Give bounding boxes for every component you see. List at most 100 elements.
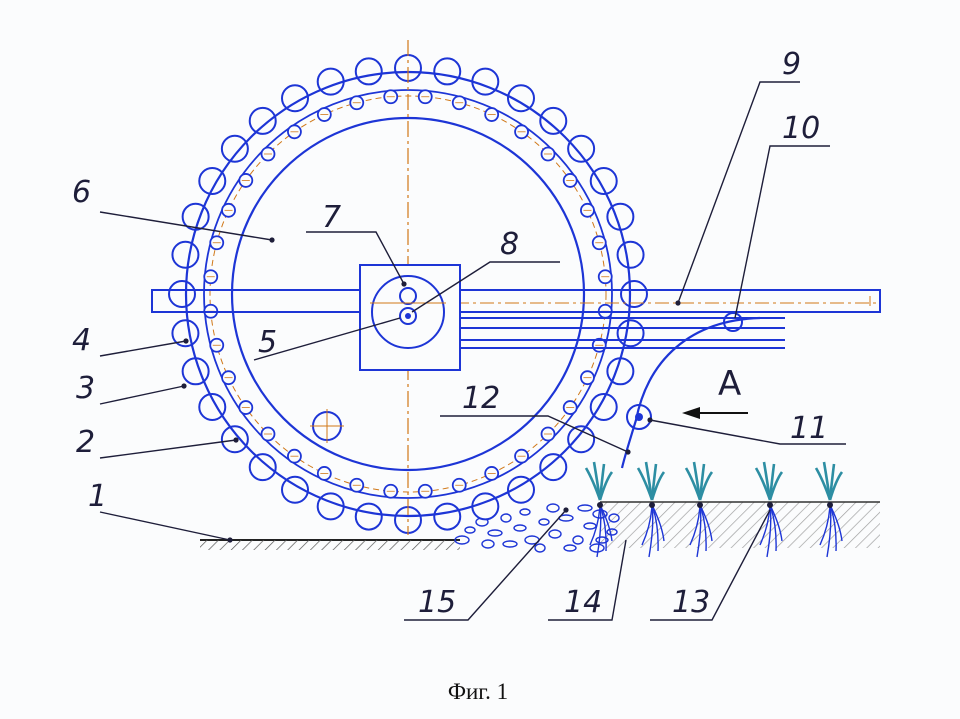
soil-particle <box>500 513 512 523</box>
soil-particle <box>572 535 584 545</box>
soil-bed <box>584 461 880 558</box>
frame-beam <box>151 289 881 313</box>
crop-plant <box>814 461 844 558</box>
leader-dot <box>233 437 239 443</box>
wheel-lug <box>567 425 596 454</box>
root-node <box>767 502 773 508</box>
leader-8 <box>411 261 560 313</box>
root <box>696 504 702 558</box>
wheel-lug <box>539 106 568 135</box>
wheel-lug <box>220 134 249 163</box>
soil-particle <box>538 518 550 526</box>
roller-lower <box>626 404 652 430</box>
leaf <box>768 471 784 501</box>
leader-11 <box>649 419 846 445</box>
soil-particle <box>534 543 546 553</box>
hub <box>359 264 461 371</box>
wheel-lug <box>281 475 309 504</box>
view-a-label: A <box>718 364 741 404</box>
leader-4 <box>99 340 187 357</box>
label-3: 3 <box>76 371 95 406</box>
leader-9 <box>677 81 800 304</box>
leader-14 <box>548 539 627 621</box>
root <box>766 504 772 558</box>
wheel-lug <box>507 84 535 113</box>
label-1: 1 <box>88 479 107 514</box>
soil-particle <box>519 508 531 516</box>
crop-plant <box>684 461 714 558</box>
root <box>599 504 613 542</box>
label-14: 14 <box>564 585 602 620</box>
leader-1 <box>99 511 231 541</box>
root <box>648 504 654 558</box>
root-node <box>649 502 655 508</box>
wheel-lug <box>171 319 200 348</box>
label-4: 4 <box>72 323 91 358</box>
leader-dot <box>563 507 569 513</box>
leader-dot <box>227 537 233 543</box>
figure-caption: Фиг. 1 <box>448 679 508 704</box>
wheel-lug <box>354 57 383 86</box>
soil-particle <box>606 528 618 536</box>
wheel-lug <box>589 167 618 195</box>
wheel-lug <box>198 393 227 421</box>
leader-12 <box>440 415 629 453</box>
label-9: 9 <box>782 47 801 82</box>
leader-dot <box>181 383 187 389</box>
label-15: 15 <box>418 585 456 620</box>
wheel-lug <box>354 502 383 531</box>
label-8: 8 <box>500 227 519 262</box>
soil-particle <box>563 544 577 552</box>
leader-dot <box>647 417 653 423</box>
leader-10 <box>734 145 830 319</box>
wheel-lug <box>616 319 645 348</box>
part-labels: 1 2 3 4 5 6 7 8 9 10 11 12 13 14 15 <box>72 47 828 620</box>
leaf <box>598 471 614 501</box>
root <box>699 504 713 542</box>
label-12: 12 <box>462 381 500 416</box>
soil-particle <box>454 535 470 545</box>
wheel-lugs <box>168 54 648 534</box>
wheel-lug <box>433 57 462 86</box>
wheel-lug <box>281 84 309 113</box>
leader-dot <box>401 281 407 287</box>
crop-plant <box>754 461 784 558</box>
leader-lines <box>99 81 846 621</box>
leader-13 <box>650 509 771 621</box>
leader-dot <box>183 338 189 344</box>
wheel-lug <box>589 393 618 421</box>
crop-plant <box>584 461 614 558</box>
label-10: 10 <box>782 111 820 146</box>
soil-particle <box>548 529 562 539</box>
root-node <box>697 502 703 508</box>
wheel-disk <box>230 116 586 472</box>
wheel-lug <box>616 240 645 269</box>
root <box>769 504 783 542</box>
crop-plant <box>636 461 666 558</box>
wheel-lug <box>539 453 568 482</box>
leader-dot <box>625 449 631 455</box>
soil-particle <box>487 529 503 537</box>
label-11: 11 <box>790 411 828 446</box>
leaf <box>828 471 844 501</box>
soil-particle <box>464 526 476 534</box>
hub-bearing <box>371 275 445 349</box>
label-13: 13 <box>672 585 710 620</box>
soil-particle <box>589 543 605 553</box>
leader-6 <box>99 211 273 241</box>
soil-particle <box>608 513 620 523</box>
crop-plants <box>584 461 844 558</box>
soil-particle <box>592 509 608 519</box>
root <box>826 504 832 558</box>
wheel-assembly <box>168 54 648 534</box>
leaf <box>650 471 666 501</box>
wheel-lug <box>567 134 596 163</box>
root-node <box>827 502 833 508</box>
label-6: 6 <box>72 175 91 210</box>
label-5: 5 <box>258 325 277 360</box>
leaf <box>698 471 714 501</box>
wheel-lug <box>168 280 196 308</box>
axle-upper <box>399 287 417 305</box>
leader-2 <box>99 439 237 459</box>
